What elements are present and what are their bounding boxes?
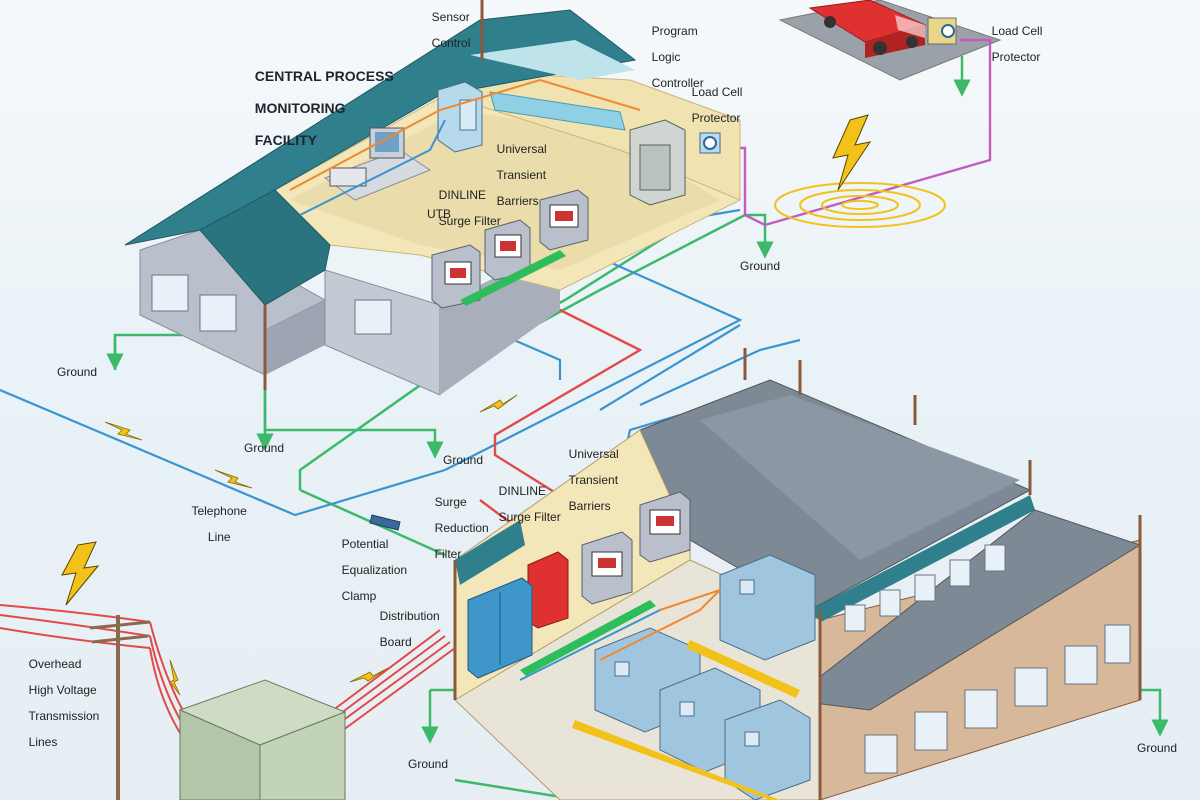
label-load-cell-protector-top-line-1: Load Cell <box>991 24 1043 38</box>
facility-title-line-1: CENTRAL PROCESS <box>254 68 394 84</box>
label-utb-short: UTB <box>427 207 451 221</box>
utility-pole <box>89 615 151 800</box>
monitoring-facility-building <box>124 0 742 396</box>
label-sensor-control-line-1: Sensor <box>431 10 470 24</box>
label-dinline-upper-line-1: DINLINE <box>438 188 487 202</box>
label-utb-lower: Universal Transient Barriers <box>562 435 619 513</box>
ground-surge-rings <box>774 182 946 228</box>
label-telephone-line-line-1: Telephone <box>191 504 247 518</box>
label-distribution-board-line-1: Distribution <box>379 609 440 623</box>
label-utb-lower-line-3: Barriers <box>568 499 611 513</box>
label-ground-lightning: Ground <box>740 259 781 273</box>
label-distribution-board: Distribution Board <box>373 597 440 649</box>
label-load-cell-protector-top: Load Cell Protector <box>985 12 1043 64</box>
label-overhead-lines-line-1: Overhead <box>28 657 82 671</box>
transformer-cabinet <box>178 679 347 800</box>
lightning-bolt-icon <box>832 114 872 191</box>
label-utb-upper-line-3: Barriers <box>496 194 539 208</box>
label-potential-equalization-clamp-line-2: Equalization <box>341 563 408 577</box>
facility-title-line-2: MONITORING <box>254 100 346 116</box>
label-potential-equalization-clamp: Potential Equalization Clamp <box>335 525 407 603</box>
label-utb-upper-line-2: Transient <box>496 168 547 182</box>
surge-spark-icons <box>104 394 518 696</box>
distribution-board-cabinet <box>467 577 533 679</box>
label-utb-lower-line-2: Transient <box>568 473 619 487</box>
plc-cabinet <box>629 119 686 206</box>
label-load-cell-protector-top-line-2: Protector <box>991 50 1041 64</box>
label-overhead-lines: Overhead High Voltage Transmission Lines <box>22 645 99 749</box>
potential-equalization-clamp-icon <box>369 514 401 531</box>
label-overhead-lines-line-3: Transmission <box>28 709 100 723</box>
load-cell-protector-mid-icon <box>699 132 721 154</box>
load-cell-protector-top-icon <box>927 17 957 45</box>
truck-scale-area <box>778 0 1002 81</box>
label-potential-equalization-clamp-line-3: Clamp <box>341 589 377 603</box>
process-machines <box>594 554 816 800</box>
facility-title-line-3: FACILITY <box>254 132 318 148</box>
label-sensor-control-line-2: Control <box>431 36 471 50</box>
lower-protection-modules <box>581 491 691 605</box>
label-sensor-control: Sensor Control <box>425 0 471 50</box>
industrial-plant-building <box>369 348 1142 800</box>
magenta-wire <box>720 38 992 227</box>
label-dinline-lower: DINLINE Surge Filter <box>492 472 561 524</box>
label-load-cell-protector-mid: Load Cell Protector <box>685 73 743 125</box>
label-ground-center: Ground <box>443 453 484 467</box>
label-utb-upper-line-1: Universal <box>496 142 547 156</box>
label-plc-line-3: Controller <box>651 76 704 90</box>
truck-icon <box>808 0 927 58</box>
label-surge-reduction-filter-line-3: Filter <box>434 547 462 561</box>
label-load-cell-protector-mid-line-2: Protector <box>691 111 741 125</box>
label-plc-line-1: Program <box>651 24 698 38</box>
label-dinline-lower-line-1: DINLINE <box>498 484 547 498</box>
label-utb-lower-line-1: Universal <box>568 447 619 461</box>
label-ground-bottom-right: Ground <box>1137 741 1178 755</box>
label-ground-house-center: Ground <box>244 441 285 455</box>
surge-reduction-filter-cabinet <box>527 551 569 629</box>
label-overhead-lines-line-4: Lines <box>28 735 58 749</box>
label-ground-left: Ground <box>57 365 98 379</box>
sensor-control-cabinet <box>437 81 483 153</box>
overhead-power-lines <box>0 604 456 800</box>
label-dinline-upper: DINLINE Surge Filter <box>432 176 501 228</box>
label-surge-reduction-filter-line-1: Surge <box>434 495 467 509</box>
label-telephone-line-line-2: Line <box>207 530 231 544</box>
label-dinline-lower-line-2: Surge Filter <box>498 510 561 524</box>
label-distribution-board-line-2: Board <box>379 635 412 649</box>
upper-protection-modules <box>431 189 589 309</box>
label-overhead-lines-line-2: High Voltage <box>28 683 97 697</box>
label-plc: Program Logic Controller <box>645 12 704 90</box>
label-utb-upper: Universal Transient Barriers <box>490 130 547 208</box>
label-telephone-line: Telephone Line <box>185 492 247 544</box>
label-plc-line-2: Logic <box>651 50 681 64</box>
facility-title: CENTRAL PROCESS MONITORING FACILITY <box>247 52 394 148</box>
label-surge-reduction-filter: Surge Reduction Filter <box>428 483 489 561</box>
label-potential-equalization-clamp-line-1: Potential <box>341 537 389 551</box>
label-load-cell-protector-mid-line-1: Load Cell <box>691 85 743 99</box>
label-dinline-upper-line-2: Surge Filter <box>438 214 501 228</box>
lightning-bolt-icon <box>61 541 100 606</box>
label-ground-bottom-left: Ground <box>408 757 449 771</box>
label-surge-reduction-filter-line-2: Reduction <box>434 521 489 535</box>
